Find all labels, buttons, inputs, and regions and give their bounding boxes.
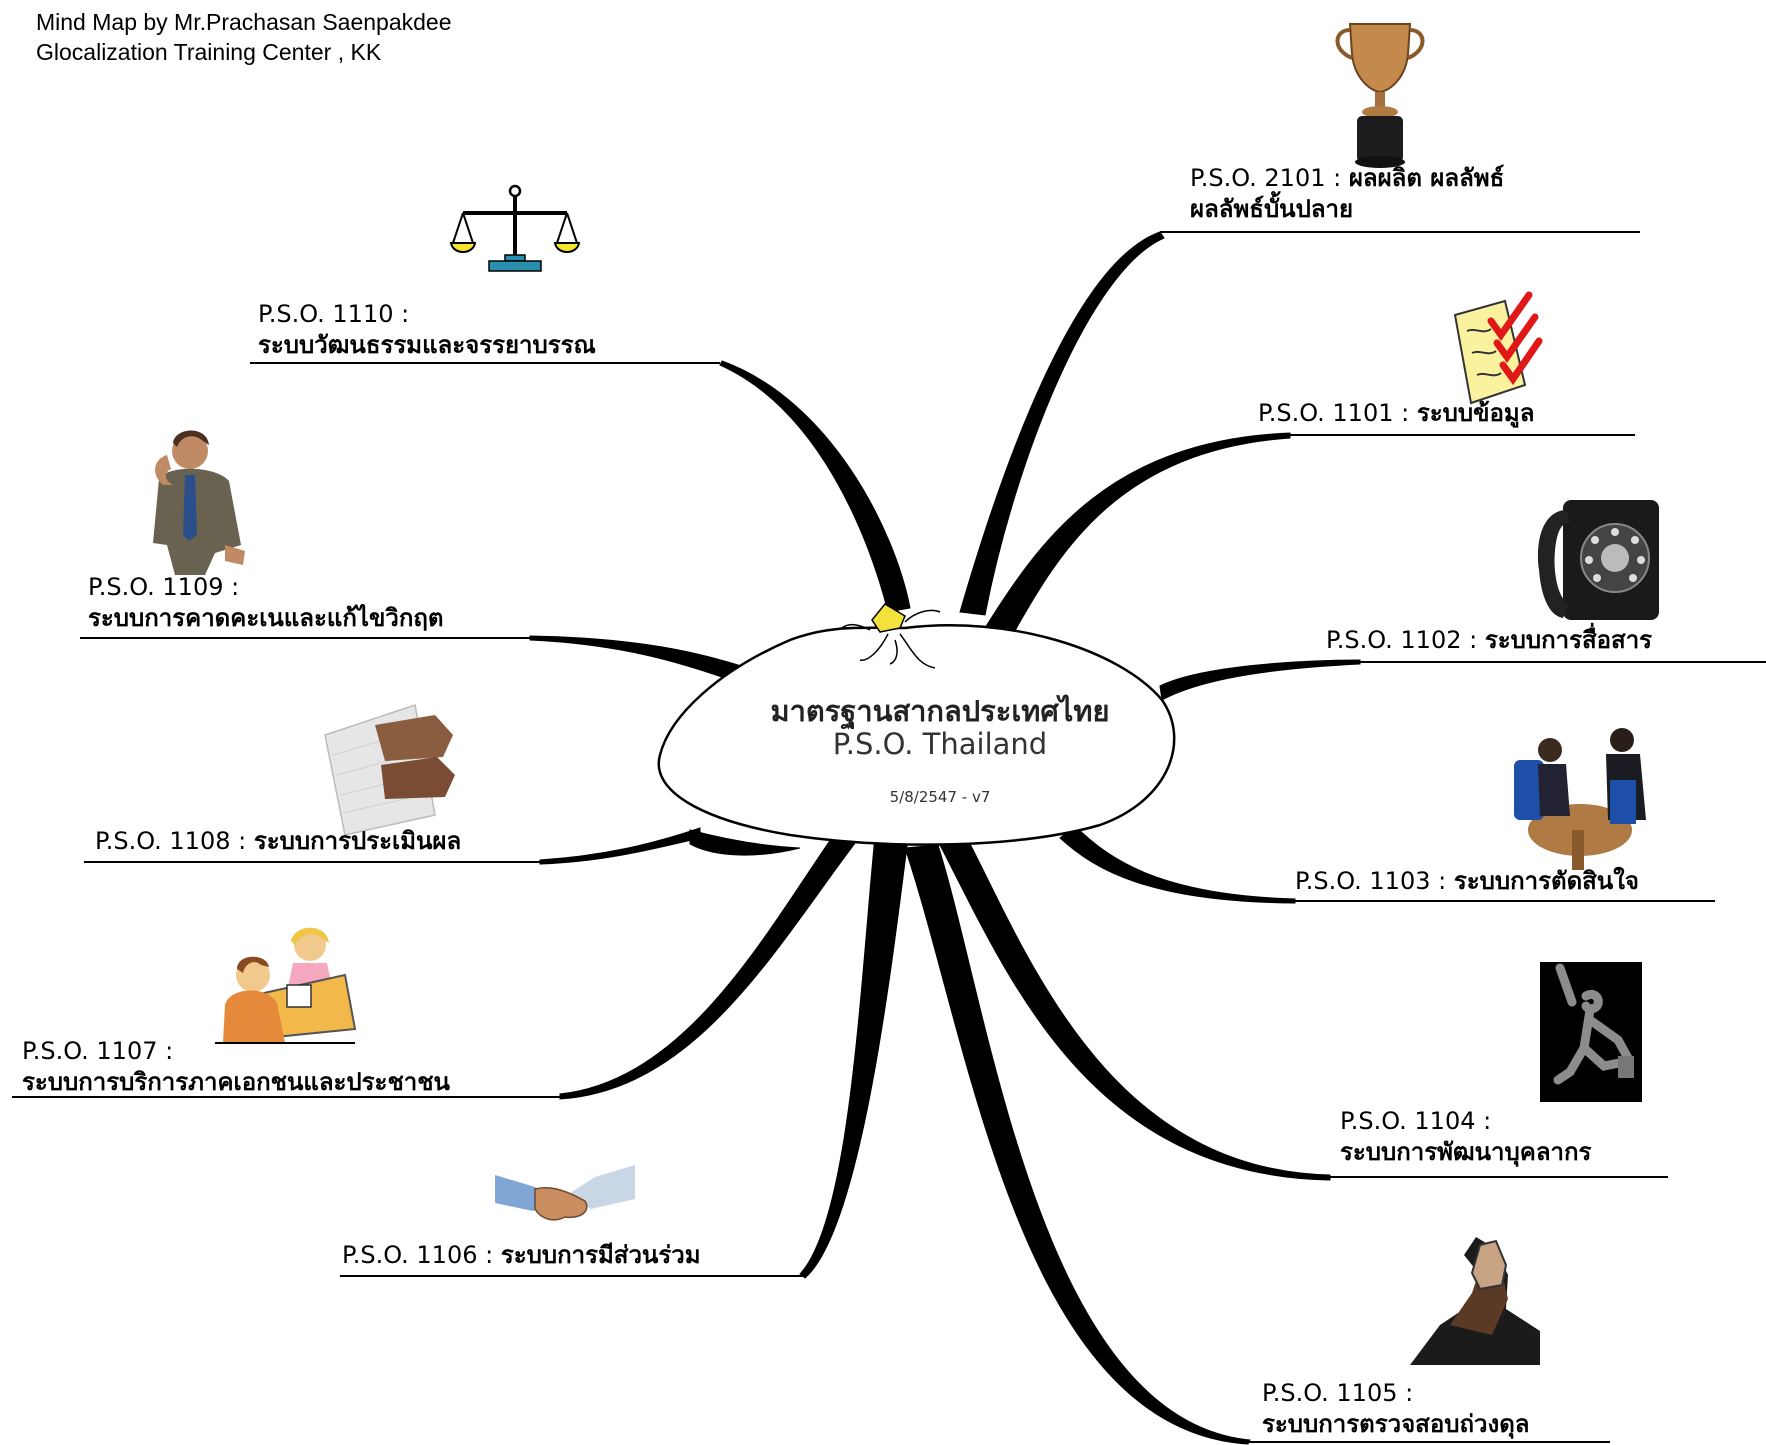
credit-line-2: Glocalization Training Center , KK: [36, 39, 382, 65]
branch-1104: [939, 839, 1331, 1181]
topic-name: ระบบข้อมูล: [1416, 399, 1535, 427]
branch-1108: [689, 829, 801, 856]
branch-1106: [799, 835, 909, 1279]
topic-code: P.S.O. 1109 :: [88, 573, 240, 601]
branch-1110: [719, 360, 911, 613]
central-topic-title[interactable]: มาตรฐานสากลประเทศไทย: [770, 694, 1110, 728]
topic-name-line2: ผลลัพธ์บั้นปลาย: [1190, 195, 1354, 223]
scales-icon: [449, 184, 581, 272]
telephone-icon: [1538, 500, 1659, 620]
credit-line-1: Mind Map by Mr.Prachasan Saenpakdee: [36, 9, 452, 35]
topic-code: P.S.O. 1107 :: [22, 1037, 174, 1065]
central-topic-shape: [657, 603, 1176, 846]
service-desk-icon: [215, 927, 357, 1044]
topic-1102[interactable]: P.S.O. 1102 : ระบบการสื่อสาร: [1326, 625, 1652, 656]
branch-1108b: [539, 827, 701, 865]
topic-1103[interactable]: P.S.O. 1103 : ระบบการตัดสินใจ: [1295, 866, 1639, 897]
branch-1103: [1059, 825, 1296, 904]
topic-1106[interactable]: P.S.O. 1106 : ระบบการมีส่วนร่วม: [342, 1240, 701, 1271]
meeting-icon: [1514, 728, 1646, 870]
central-topic-subtitle: P.S.O. Thailand: [832, 727, 1048, 761]
topic-name: ระบบการมีส่วนร่วม: [500, 1241, 701, 1269]
topic-1110[interactable]: P.S.O. 1110 : ระบบวัฒนธรรมและจรรยาบรรณ: [258, 299, 596, 361]
central-topic-version: 5/8/2547 - v7: [889, 788, 991, 806]
topic-name: ระบบการบริการภาคเอกชนและประชาชน: [22, 1068, 450, 1096]
topic-1105[interactable]: P.S.O. 1105 : ระบบการตรวจสอบถ่วงดุล: [1262, 1378, 1529, 1440]
topic-code: P.S.O. 1105 :: [1262, 1379, 1414, 1407]
branch-1102: [1159, 659, 1361, 701]
branch-1107: [559, 825, 863, 1100]
topic-name: ระบบวัฒนธรรมและจรรยาบรรณ: [258, 331, 596, 359]
topic-name: ระบบการพัฒนาบุคลากร: [1340, 1138, 1592, 1166]
topic-code: P.S.O. 1104 :: [1340, 1107, 1492, 1135]
topic-name: ระบบการประเมินผล: [253, 827, 462, 855]
handshake-icon: [495, 1165, 635, 1221]
topic-name: ระบบการตัดสินใจ: [1453, 867, 1639, 895]
topic-2101[interactable]: P.S.O. 2101 : ผลผลิต ผลลัพธ์ ผลลัพธ์บั้น…: [1190, 163, 1504, 225]
jumping-man-icon: [1540, 962, 1642, 1102]
topic-1108[interactable]: P.S.O. 1108 : ระบบการประเมินผล: [95, 826, 461, 857]
arm-wrestling-icon: [1410, 1237, 1540, 1365]
branch-1101: [984, 432, 1291, 637]
topic-name: ระบบการสื่อสาร: [1484, 626, 1653, 654]
trophy-icon: [1335, 23, 1425, 168]
topic-1101[interactable]: P.S.O. 1101 : ระบบข้อมูล: [1258, 398, 1534, 429]
topic-1104[interactable]: P.S.O. 1104 : ระบบการพัฒนาบุคลากร: [1340, 1106, 1591, 1168]
topic-code: P.S.O. 2101 :: [1190, 164, 1349, 192]
keyboard-hands-icon: [324, 704, 455, 836]
topic-name: ระบบการคาดคะเนและแก้ไขวิกฤต: [88, 604, 444, 632]
branch-2101: [959, 231, 1165, 616]
topic-1109[interactable]: P.S.O. 1109 : ระบบการคาดคะเนและแก้ไขวิกฤ…: [88, 572, 444, 634]
topic-code: P.S.O. 1102 :: [1326, 626, 1485, 654]
topic-1107[interactable]: P.S.O. 1107 : ระบบการบริการภาคเอกชนและปร…: [22, 1036, 450, 1098]
label-underlines: [12, 231, 1766, 1443]
topic-code: P.S.O. 1106 :: [342, 1241, 501, 1269]
branch-connectors: [529, 231, 1361, 1445]
topic-code: P.S.O. 1103 :: [1295, 867, 1454, 895]
topic-code: P.S.O. 1108 :: [95, 827, 254, 855]
branch-1105: [904, 844, 1251, 1445]
topic-code: P.S.O. 1110 :: [258, 300, 410, 328]
checklist-icon: [1453, 291, 1543, 405]
phone-man-icon: [153, 430, 245, 575]
topic-code: P.S.O. 1101 :: [1258, 399, 1417, 427]
knot-icon: [871, 603, 906, 633]
topic-name: ระบบการตรวจสอบถ่วงดุล: [1262, 1410, 1530, 1438]
topic-name: ผลผลิต ผลลัพธ์: [1348, 164, 1505, 192]
